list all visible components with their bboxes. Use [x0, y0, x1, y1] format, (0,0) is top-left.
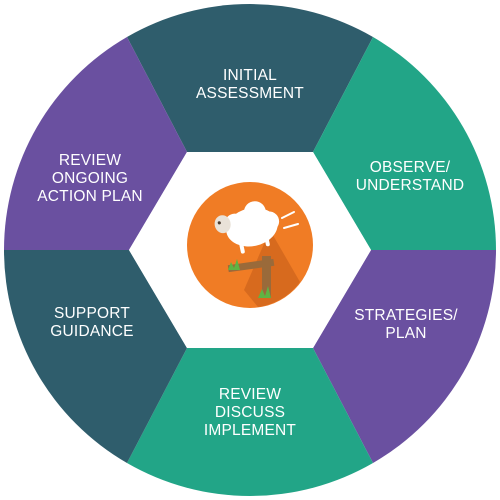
- segment-label-line: REVIEW: [219, 386, 282, 403]
- segment-label-line: OBSERVE/: [370, 159, 451, 176]
- segment-label-observe-understand: OBSERVE/UNDERSTAND: [356, 159, 465, 194]
- segment-strategies-plan: [313, 250, 496, 463]
- segment-review-discuss-implement: [127, 348, 373, 496]
- segment-label-line: ASSESSMENT: [196, 85, 304, 102]
- segment-label-line: ONGOING: [52, 170, 128, 187]
- segment-label-strategies-plan: STRATEGIES/PLAN: [354, 307, 458, 342]
- segment-initial-assessment: [127, 4, 373, 152]
- segment-label-line: INITIAL: [223, 67, 277, 84]
- segment-label-line: IMPLEMENT: [204, 422, 297, 439]
- segment-label-line: UNDERSTAND: [356, 177, 465, 194]
- sheep-jumping-fence-icon: [187, 182, 313, 308]
- segment-label-line: PLAN: [385, 325, 426, 342]
- segment-label-line: STRATEGIES/: [354, 307, 458, 324]
- segment-label-line: GUIDANCE: [50, 323, 133, 340]
- segment-label-line: REVIEW: [59, 152, 122, 169]
- segment-label-line: ACTION PLAN: [37, 188, 143, 205]
- segment-label-line: DISCUSS: [215, 404, 285, 421]
- segment-review-ongoing-action-plan: [4, 37, 187, 250]
- segment-observe-understand: [313, 37, 496, 250]
- segment-label-line: SUPPORT: [54, 305, 130, 322]
- segment-support-guidance: [4, 250, 187, 463]
